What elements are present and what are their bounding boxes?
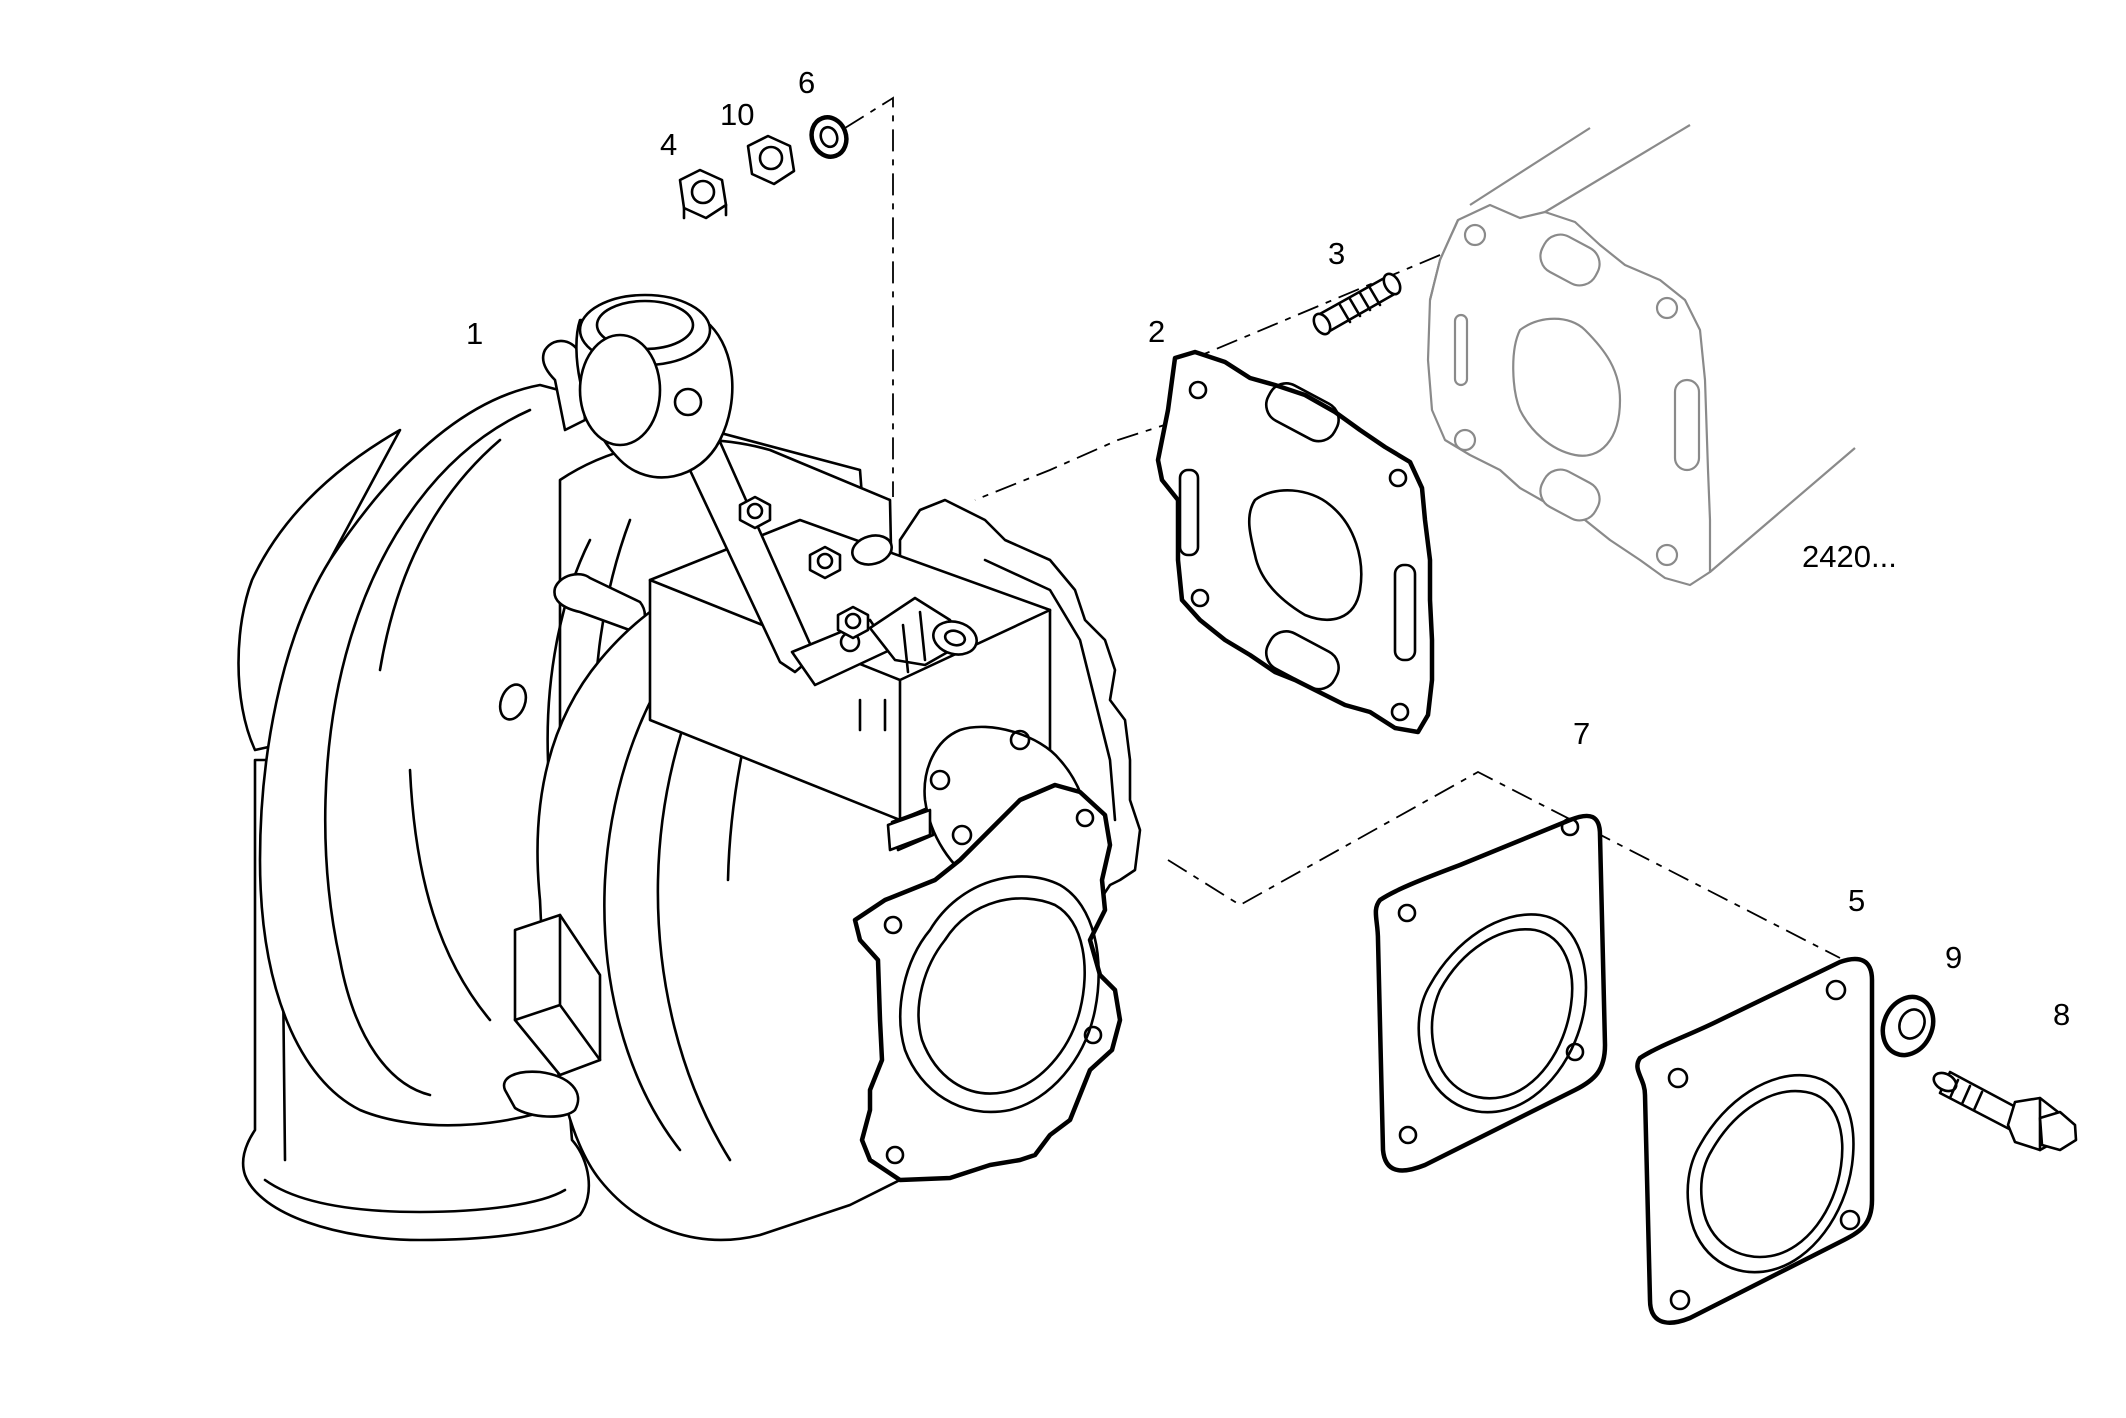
assembly-guide-lines xyxy=(844,96,1841,959)
exhaust-manifold-reference xyxy=(1426,124,1856,587)
label-part-3: 3 xyxy=(1328,236,1345,271)
flange-bolt xyxy=(1932,1070,2078,1152)
stud-bolt xyxy=(1312,272,1402,336)
gasket-turbine-outlet xyxy=(1373,813,1608,1173)
nut-4 xyxy=(678,168,728,220)
label-part-6: 6 xyxy=(798,65,815,100)
nut-10 xyxy=(746,134,796,186)
label-reference-2420: 2420... xyxy=(1802,539,1897,574)
washer-9 xyxy=(1880,994,1936,1058)
turbocharger xyxy=(237,293,1142,1242)
label-part-5: 5 xyxy=(1848,883,1865,918)
label-part-10: 10 xyxy=(720,97,754,132)
washer-6 xyxy=(809,115,849,159)
label-part-4: 4 xyxy=(660,127,677,162)
gasket-exhaust-manifold xyxy=(1155,349,1435,735)
flange-plate xyxy=(1635,956,1875,1325)
label-part-9: 9 xyxy=(1945,940,1962,975)
label-part-1: 1 xyxy=(466,316,483,351)
label-part-7: 7 xyxy=(1573,716,1590,751)
label-part-2: 2 xyxy=(1148,314,1165,349)
callout-labels: 1 2 3 4 10 6 7 5 9 8 2420... xyxy=(466,65,2070,1032)
label-part-8: 8 xyxy=(2053,997,2070,1032)
